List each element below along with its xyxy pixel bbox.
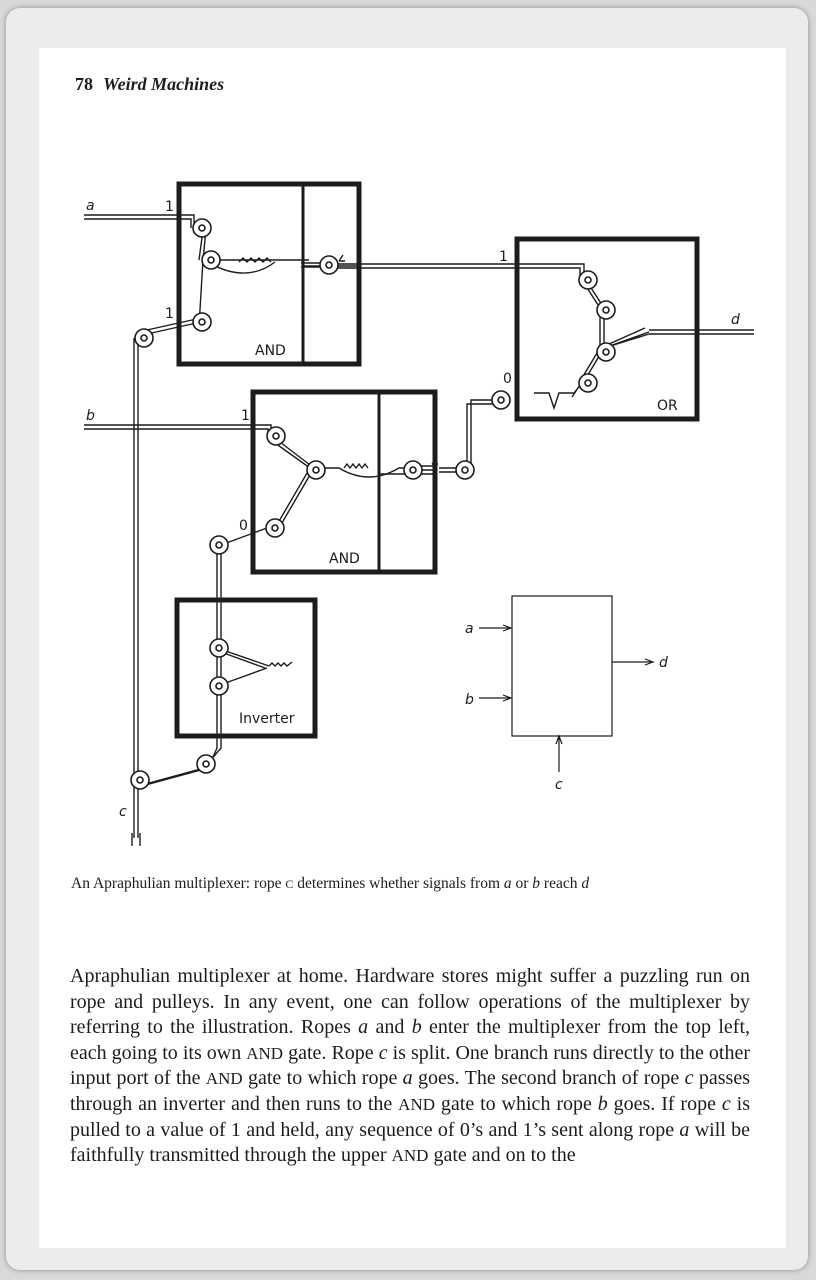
label-and-upper: AND — [255, 343, 286, 359]
multiplexer-figure: a 1 1 AND 1 0 OR d b 1 0 AND Inverter c … — [84, 181, 754, 846]
pulley-lower-mid — [306, 460, 326, 480]
pulley-c-top — [134, 328, 154, 348]
pulley-or-3 — [596, 342, 616, 362]
pulley-or-1 — [578, 270, 598, 290]
pulley-lower-b — [266, 426, 286, 446]
pulley-or-in — [491, 390, 511, 410]
and-gate-lower-box — [250, 389, 438, 575]
pulley-upper-a — [192, 218, 212, 238]
page-number: 78 — [75, 74, 93, 94]
label-and-lower: AND — [329, 551, 360, 567]
rope-b — [84, 424, 272, 434]
pulley-inverter-1 — [209, 638, 229, 658]
block-label-d: d — [659, 655, 668, 671]
block-label-b: b — [465, 692, 474, 708]
label-inverter: Inverter — [239, 711, 295, 727]
label-c: c — [119, 804, 127, 820]
label-val-lower-zero: 0 — [239, 518, 248, 534]
running-header: 78 Weird Machines — [75, 74, 224, 95]
pulley-or-4 — [578, 373, 598, 393]
label-b: b — [86, 408, 95, 424]
upper-and-to-or — [329, 263, 585, 278]
multiplexer-block — [511, 595, 613, 737]
rope-d — [649, 329, 754, 335]
label-val-b: 1 — [241, 408, 250, 424]
block-label-a: a — [465, 621, 474, 637]
pulley-c-branch — [209, 535, 229, 555]
body-paragraph: Apraphulian multiplexer at home. Hardwar… — [70, 965, 750, 1167]
rope-c — [133, 338, 139, 838]
or-gate-box — [514, 236, 700, 422]
pulley-inverter-out — [196, 754, 216, 774]
label-or: OR — [657, 398, 678, 414]
label-val-a: 1 — [165, 199, 174, 215]
label-d: d — [731, 312, 740, 328]
pulley-lower-side — [455, 460, 475, 480]
inverter-box — [174, 597, 318, 739]
running-title: Weird Machines — [103, 74, 225, 94]
pulley-upper-out — [319, 255, 339, 275]
pulley-upper-c — [192, 312, 212, 332]
label-val-or-zero: 0 — [503, 371, 512, 387]
book-page: 78 Weird Machines — [39, 48, 786, 1248]
label-a: a — [86, 198, 95, 214]
label-val-upper-out: 1 — [499, 249, 508, 265]
page-frame: 78 Weird Machines — [6, 8, 808, 1270]
and-gate-upper-box — [176, 181, 362, 367]
label-val-upper-c: 1 — [165, 306, 174, 322]
lower-and-to-or — [439, 399, 499, 473]
pulley-upper-mid — [201, 250, 221, 270]
pulley-inverter-2 — [209, 676, 229, 696]
block-label-c: c — [555, 777, 563, 793]
pulley-or-2 — [596, 300, 616, 320]
pulley-c-bottom — [130, 770, 150, 790]
figure-caption: An Apraphulian multiplexer: rope c deter… — [71, 873, 590, 892]
pulley-lower-zero — [265, 518, 285, 538]
pulley-lower-out — [403, 460, 423, 480]
